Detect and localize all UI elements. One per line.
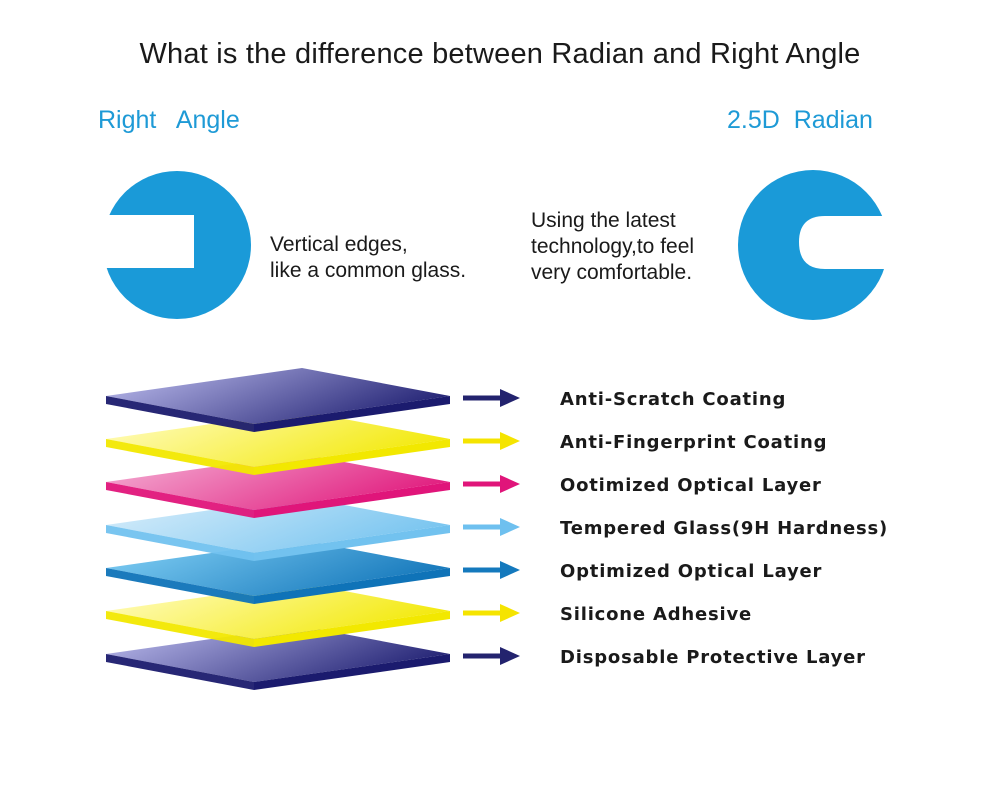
radian-desc-line: very comfortable. bbox=[531, 261, 693, 284]
arrow-shaft bbox=[463, 567, 503, 573]
arrow-right-icon bbox=[500, 604, 520, 622]
layer-sheet bbox=[106, 497, 450, 553]
layer-sheet-edge bbox=[254, 396, 450, 432]
arrow-right-icon bbox=[500, 475, 520, 493]
layer-sheet bbox=[106, 454, 450, 510]
layer-sheet-edge bbox=[106, 439, 254, 475]
layer-sheet bbox=[106, 411, 450, 467]
right-angle-circle-icon bbox=[100, 171, 251, 319]
layer-sheet-edge bbox=[106, 525, 254, 561]
right-angle-description: Vertical edges, like a common glass. bbox=[270, 232, 466, 284]
layer-label: Disposable Protective Layer bbox=[560, 647, 866, 668]
layer-sheet-edge bbox=[254, 654, 450, 690]
arrow-shaft bbox=[463, 653, 503, 659]
layer-sheet bbox=[106, 626, 450, 682]
arrow-shaft bbox=[463, 395, 503, 401]
arrow-shaft bbox=[463, 524, 503, 530]
layer-label: Anti-Scratch Coating bbox=[560, 389, 787, 410]
page-title: What is the difference between Radian an… bbox=[139, 38, 861, 70]
layer-sheet bbox=[106, 368, 450, 424]
layer-sheet-edge bbox=[254, 439, 450, 475]
layer-sheet-edge bbox=[106, 654, 254, 690]
layer-label: Ootimized Optical Layer bbox=[560, 475, 822, 496]
arrow-right-icon bbox=[500, 389, 520, 407]
arrow-shaft bbox=[463, 438, 503, 444]
arrow-shaft bbox=[463, 610, 503, 616]
layer-label: Tempered Glass(9H Hardness) bbox=[560, 518, 889, 539]
arrow-right-icon bbox=[500, 647, 520, 665]
arrow-right-icon bbox=[500, 561, 520, 579]
layer-sheet-edge bbox=[254, 568, 450, 604]
radian-desc-line: Using the latest bbox=[531, 209, 676, 232]
right-angle-desc-line: like a common glass. bbox=[270, 259, 467, 282]
radian-circle-icon bbox=[738, 170, 893, 320]
layer-sheet-edge bbox=[106, 396, 254, 432]
right-angle-desc-line: Vertical edges, bbox=[270, 233, 408, 256]
layer-label: Anti-Fingerprint Coating bbox=[560, 432, 828, 453]
radian-desc-line: technology,to feel bbox=[531, 235, 695, 258]
radian-description: Using the latest technology,to feel very… bbox=[531, 208, 694, 286]
radian-heading: 2.5D Radian bbox=[727, 106, 873, 134]
arrow-right-icon bbox=[500, 432, 520, 450]
layer-sheet-edge bbox=[254, 525, 450, 561]
right-angle-heading: Right Angle bbox=[98, 106, 240, 134]
layer-stack-diagram bbox=[106, 368, 520, 690]
arrow-shaft bbox=[463, 481, 503, 487]
layer-sheet bbox=[106, 540, 450, 596]
layer-sheet-edge bbox=[106, 482, 254, 518]
layer-sheet-edge bbox=[254, 611, 450, 647]
layer-sheet-edge bbox=[106, 611, 254, 647]
layer-label: Optimized Optical Layer bbox=[560, 561, 823, 582]
layer-label: Silicone Adhesive bbox=[560, 604, 753, 625]
layer-sheet-edge bbox=[106, 568, 254, 604]
layer-sheet bbox=[106, 583, 450, 639]
layer-sheet-edge bbox=[254, 482, 450, 518]
arrow-right-icon bbox=[500, 518, 520, 536]
